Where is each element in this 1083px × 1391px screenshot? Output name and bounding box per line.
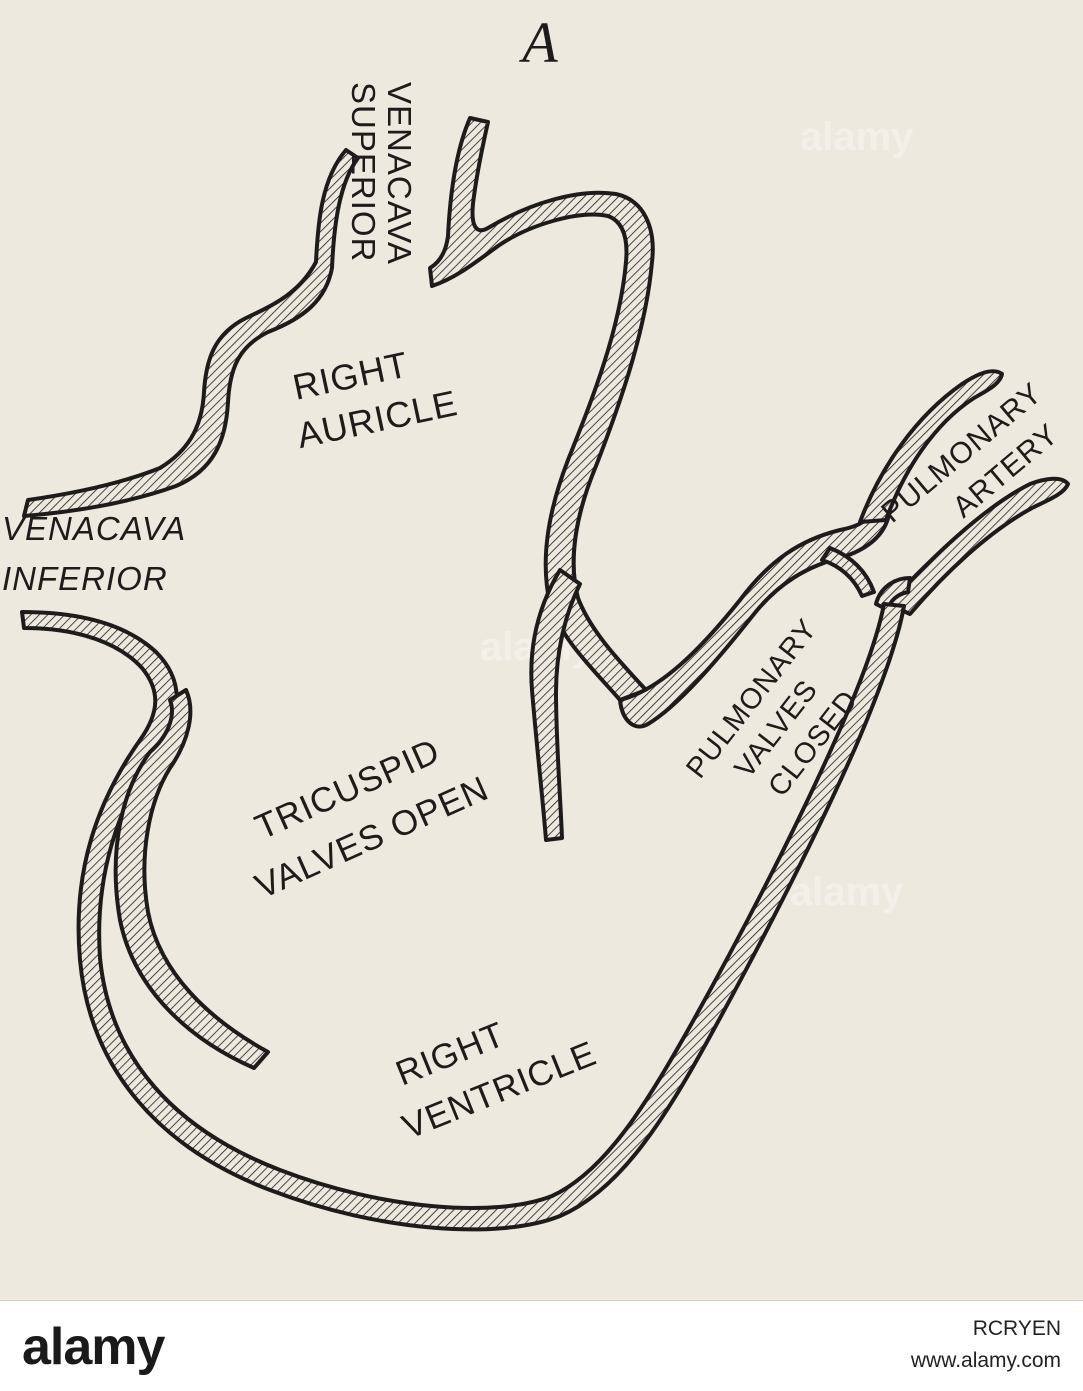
label-right-auricle: RIGHT AURICLE	[283, 335, 461, 456]
label-line: VENACAVA	[2, 510, 186, 547]
stock-footer-bar: alamy RCRYEN www.alamy.com	[0, 1300, 1083, 1391]
brand-logo: alamy	[22, 1317, 164, 1377]
label-venacava-superior: VENACAVA SUPERIOR	[345, 82, 418, 265]
diagram-stage: alamy alamy alamy A VENACAVA SUPERIOR RI…	[0, 0, 1083, 1300]
label-line: INFERIOR	[2, 560, 168, 597]
footer-meta: RCRYEN www.alamy.com	[911, 1317, 1061, 1373]
label-venacava-inferior: VENACAVA INFERIOR	[2, 510, 186, 597]
site-url[interactable]: www.alamy.com	[911, 1349, 1061, 1373]
label-line: VENACAVA	[381, 82, 418, 265]
label-line: SUPERIOR	[345, 82, 382, 262]
label-right-ventricle: RIGHT VENTRICLE	[377, 986, 602, 1147]
watermark-text: alamy	[790, 870, 904, 914]
watermark-text: alamy	[800, 115, 914, 159]
image-id: RCRYEN	[911, 1317, 1061, 1341]
label-tricuspid-valves-open: TRICUSPID VALVES OPEN	[227, 719, 494, 906]
heart-diagram: alamy alamy alamy A VENACAVA SUPERIOR RI…	[0, 0, 1083, 1300]
figure-letter: A	[518, 10, 558, 75]
venacava-superior-left-wall	[24, 150, 358, 516]
